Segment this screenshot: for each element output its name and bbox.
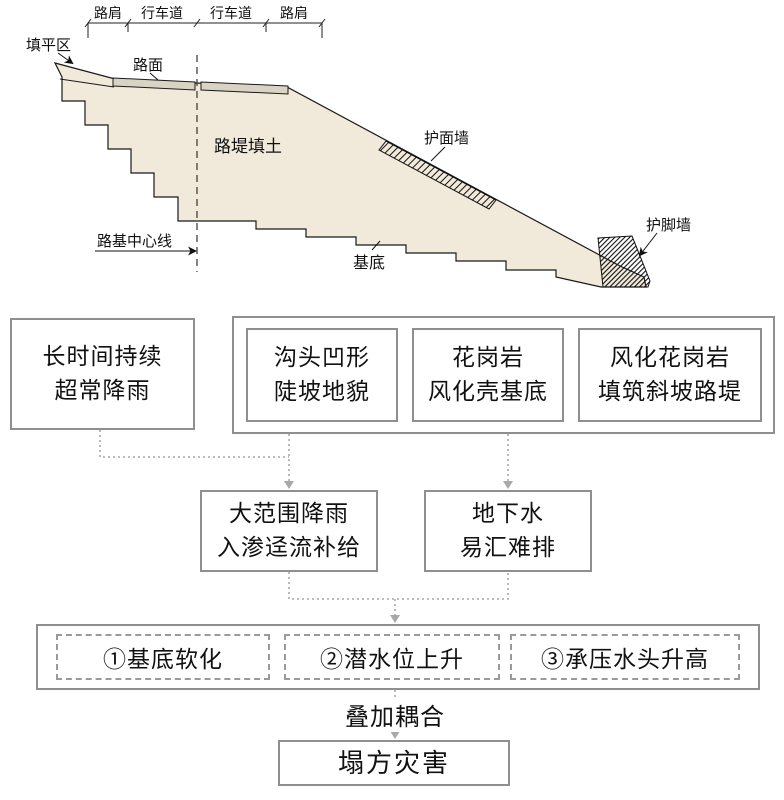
dim-label-shoulder-left: 路肩 xyxy=(94,6,122,22)
effect-confined-head-rise: ③承压水头升高 xyxy=(510,634,740,680)
embankment-cross-section-figure: 路肩 行车道 行车道 路肩 填平区 路面 路堤填土 护面墙 护脚墙 路基中心线 … xyxy=(26,5,691,288)
box-rainfall-infiltration: 大范围降雨 入渗迳流补给 xyxy=(200,490,378,572)
box-groundwater-accumulation: 地下水 易汇难排 xyxy=(424,490,592,572)
box-granite-crust-base: 花岗岩 风化壳基底 xyxy=(412,328,564,422)
box-weathered-granite-embankment: 风化花岗岩 填筑斜坡路堤 xyxy=(578,328,762,422)
label-fill-flat-area: 填平区 xyxy=(26,37,71,54)
box-rainfall-cause: 长时间持续 超常降雨 xyxy=(10,318,195,430)
dim-label-lane-right: 行车道 xyxy=(210,5,252,22)
dimension-line xyxy=(84,18,326,38)
embankment-body xyxy=(53,62,647,288)
label-toe-protection-wall: 护脚墙 xyxy=(646,217,691,234)
label-embankment-fill: 路堤填土 xyxy=(214,137,282,156)
face-protection-wall-hatch xyxy=(378,140,497,210)
label-subgrade-centerline: 路基中心线 xyxy=(97,233,172,250)
effect-base-softening: ①基底软化 xyxy=(56,634,270,680)
label-foundation-base: 基底 xyxy=(353,254,385,272)
fill-area-divider-line xyxy=(59,78,115,88)
coupling-label: 叠加耦合 xyxy=(345,697,445,732)
label-road-surface: 路面 xyxy=(133,57,163,74)
label-face-protection-wall: 护面墙 xyxy=(424,130,469,147)
leader-lines xyxy=(57,52,658,257)
dim-label-lane-left: 行车道 xyxy=(141,5,183,22)
box-collapse-disaster: 塌方灾害 xyxy=(278,740,510,786)
box-gully-landform: 沟头凹形 陡坡地貌 xyxy=(246,328,398,422)
dim-label-shoulder-right: 路肩 xyxy=(280,6,308,22)
pavement-slab-right xyxy=(200,81,289,95)
toe-protection-wall-hatch xyxy=(597,235,651,288)
pavement-slab-left xyxy=(112,77,196,91)
effect-phreatic-rise: ②潜水位上升 xyxy=(284,634,500,680)
